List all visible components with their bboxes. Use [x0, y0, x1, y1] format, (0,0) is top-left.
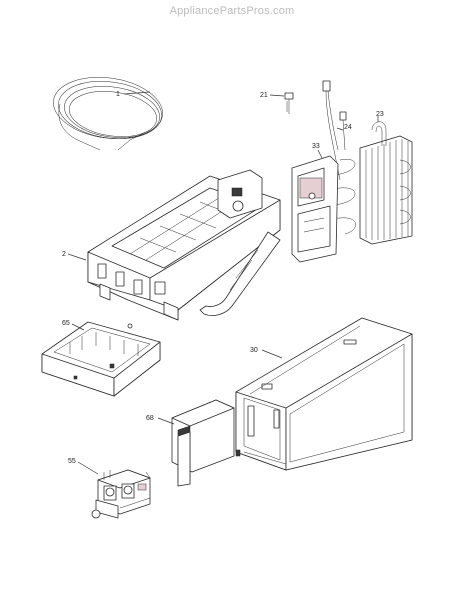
callout-30: 30 [250, 347, 258, 354]
callout-24: 24 [344, 124, 352, 131]
wire-connector[interactable] [284, 92, 294, 114]
callout-33: 33 [312, 143, 320, 150]
leader-33 [317, 149, 323, 159]
wiring-harness[interactable] [322, 80, 347, 181]
callout-1: 1 [116, 91, 120, 98]
ice-tray-shroud[interactable] [41, 321, 161, 397]
ice-maker-assembly[interactable] [87, 169, 281, 321]
control-module[interactable] [291, 155, 339, 263]
water-valve[interactable] [91, 469, 151, 519]
leader-30 [261, 349, 283, 359]
callout-21: 21 [260, 92, 268, 99]
callout-55: 55 [68, 458, 76, 465]
evaporator-coil[interactable] [324, 121, 413, 245]
leader-21 [269, 94, 285, 97]
watermark-text: AppliancePartsPros.com [169, 5, 295, 17]
auger-cover[interactable] [171, 399, 241, 487]
water-tube-coil[interactable] [49, 71, 166, 151]
callout-2: 2 [62, 251, 66, 258]
leader-68 [157, 417, 175, 425]
leader-24 [336, 127, 344, 131]
leader-2 [67, 253, 87, 261]
leader-1 [123, 91, 151, 95]
leader-65 [71, 323, 85, 331]
callout-23: 23 [376, 111, 384, 118]
callout-68: 68 [146, 415, 154, 422]
leader-55 [77, 461, 99, 475]
ice-bucket-housing[interactable] [235, 317, 413, 471]
callout-65: 65 [62, 320, 70, 327]
